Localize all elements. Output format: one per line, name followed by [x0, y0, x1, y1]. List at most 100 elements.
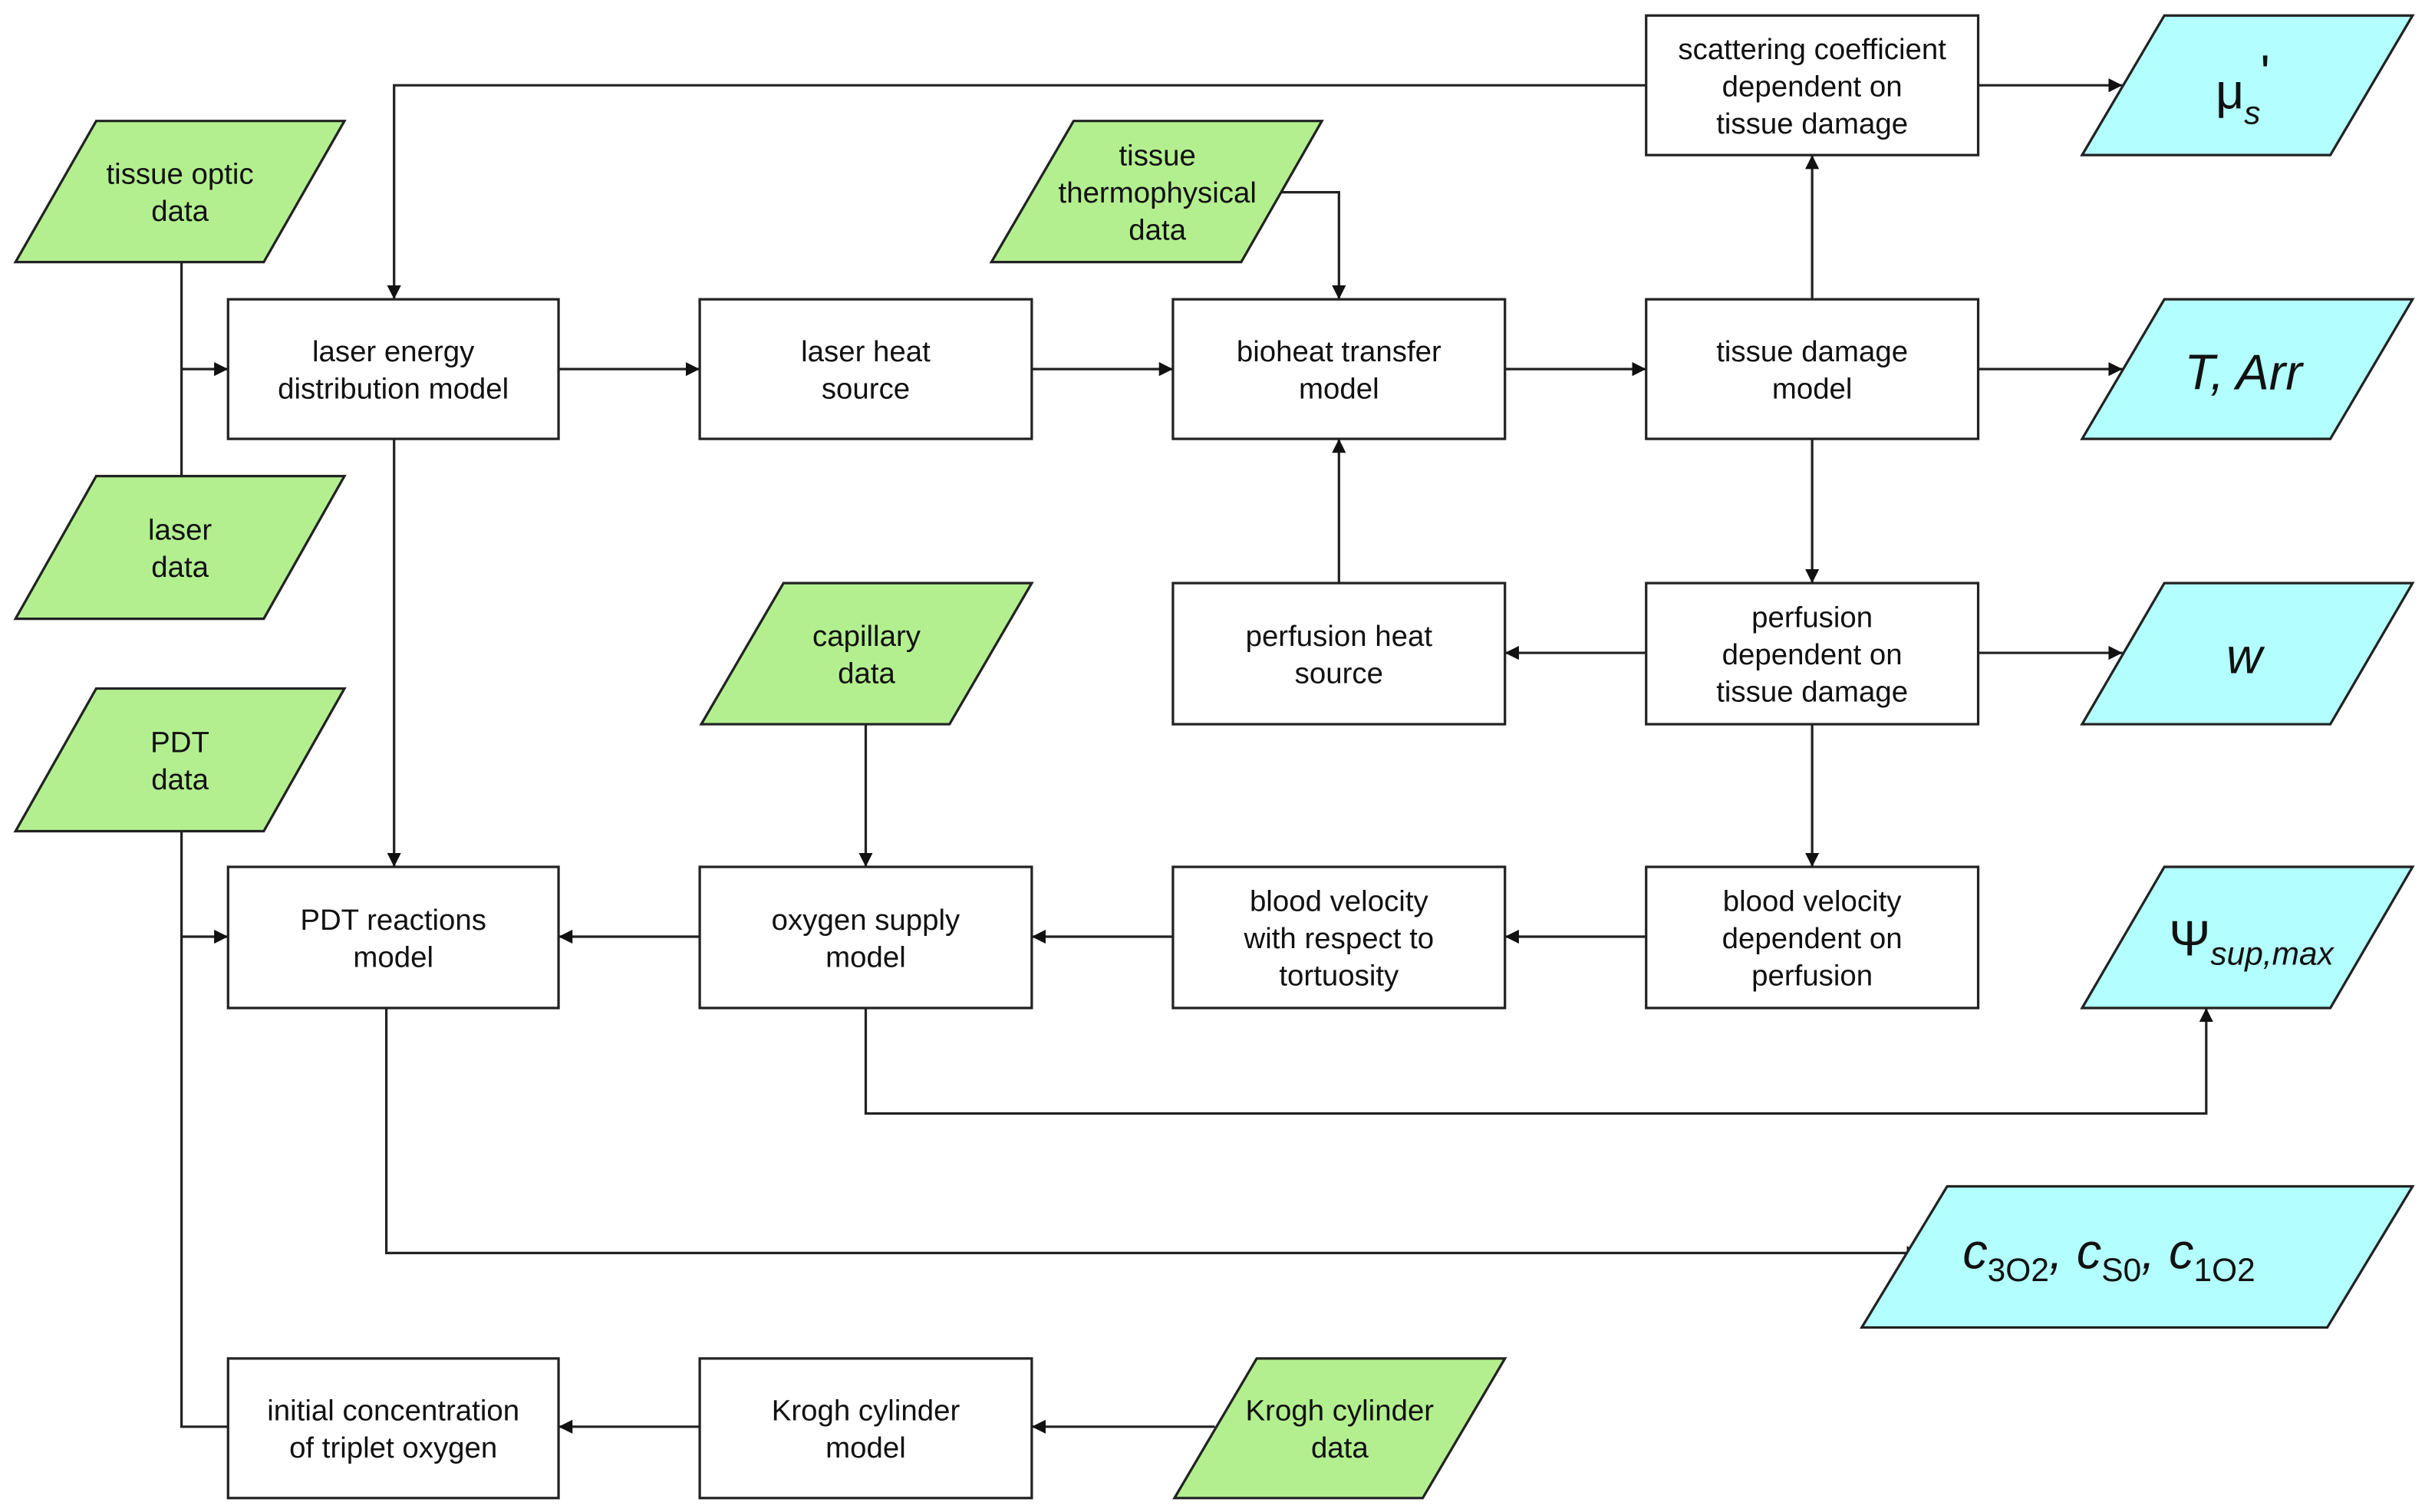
- process-blood-perf-label: perfusion: [1751, 960, 1873, 993]
- input-thermo-label: tissue: [1119, 139, 1196, 172]
- input-laser-data-label: laser: [148, 514, 212, 547]
- input-laser-data: laser data: [13, 474, 347, 621]
- output-t-arr-shape: [2080, 298, 2415, 440]
- process-oxygen-supply-box: [698, 865, 1033, 1010]
- process-blood-perf-label: dependent on: [1722, 922, 1903, 955]
- oxygen-to-psi-arrow: [864, 1008, 2213, 1115]
- output-w-shape: [2080, 581, 2415, 726]
- process-oxygen-supply-label: oxygen supply: [772, 904, 960, 937]
- process-scattering: scattering coefficient dependent on tissue…: [1645, 14, 1980, 156]
- process-perfusion-heat-label: perfusion heat: [1246, 620, 1433, 653]
- input-laser-data-label: data: [151, 551, 209, 584]
- input-pdt-data-label: PDT: [150, 726, 209, 759]
- input-krogh-data-shape: [1172, 1357, 1507, 1500]
- process-krogh-model-label: model: [825, 1431, 906, 1464]
- process-perfusion-dep-label: perfusion: [1751, 601, 1873, 634]
- process-scattering-box: [1645, 14, 1980, 156]
- process-tissue-damage-label: model: [1772, 373, 1853, 406]
- process-oxygen-supply-label: model: [825, 940, 906, 973]
- process-bioheat: bioheat transfer model: [1171, 298, 1507, 440]
- input-capillary-shape: [699, 581, 1034, 726]
- process-laser-heat: laser heat source: [698, 298, 1033, 440]
- input-pdt-data: PDT data: [13, 687, 347, 833]
- output-mu-shape: [2080, 14, 2415, 156]
- process-tissue-damage-label: tissue damage: [1716, 335, 1908, 368]
- output-c-shape: [1860, 1184, 2415, 1329]
- output-t-arr-label: T, Arr: [2185, 344, 2305, 400]
- process-tissue-damage-box: [1645, 298, 1980, 440]
- input-laser-data-shape: [13, 474, 347, 621]
- output-t-arr: [2080, 298, 2415, 440]
- process-laser-heat-label: source: [822, 373, 910, 406]
- process-perfusion-dep-label: tissue damage: [1716, 676, 1908, 709]
- process-bioheat-label: model: [1299, 373, 1379, 406]
- process-perfusion-dep: perfusion dependent on tissue damage: [1645, 581, 1980, 726]
- input-capillary-label: capillary: [812, 620, 921, 653]
- pdt-to-concentrations-arrow: [384, 1008, 1921, 1260]
- input-thermo-shape: [989, 120, 1324, 264]
- input-tissue-optic: tissue optic data: [13, 120, 347, 264]
- input-pdt-data-shape: [13, 687, 347, 833]
- process-laser-heat-label: laser heat: [801, 335, 931, 368]
- process-perfusion-dep-box: [1645, 581, 1980, 726]
- process-perfusion-dep-label: dependent on: [1722, 638, 1903, 671]
- input-tissue-optic-shape: [13, 120, 347, 264]
- output-psi-shape: [2080, 865, 2415, 1010]
- scattering-to-laser-energy-arrow: [387, 84, 1646, 300]
- process-blood-tort-label: blood velocity: [1250, 885, 1429, 918]
- output-mu: [2080, 14, 2415, 156]
- output-w-label: w: [2226, 628, 2265, 684]
- output-concentrations-label: c3O2, cS0, c1O2: [1962, 1224, 2255, 1288]
- output-psi-label: Ψsup,max: [2169, 910, 2334, 971]
- process-initial-conc-box: [226, 1357, 560, 1500]
- process-laser-energy-label: distribution model: [278, 373, 509, 406]
- process-pdt-reactions-label: model: [353, 940, 433, 973]
- process-pdt-reactions-box: [226, 865, 560, 1010]
- output-mu-label: μs': [2216, 44, 2270, 130]
- output-w: [2080, 581, 2415, 726]
- process-laser-energy-label: laser energy: [312, 335, 475, 368]
- process-blood-perf-label: blood velocity: [1723, 885, 1903, 918]
- process-pdt-reactions-label: PDT reactions: [300, 904, 486, 937]
- process-krogh-model-box: [698, 1357, 1033, 1500]
- input-thermo-label: thermophysical: [1059, 176, 1257, 209]
- process-bioheat-label: bioheat transfer: [1237, 335, 1441, 368]
- process-initial-conc-label: of triplet oxygen: [289, 1431, 497, 1464]
- input-tissue-optic-label: tissue optic: [107, 158, 254, 191]
- process-blood-tort-label: tortuosity: [1279, 960, 1399, 993]
- process-tissue-damage: tissue damage model: [1645, 298, 1980, 440]
- output-psi: [2080, 865, 2415, 1010]
- process-krogh-model-label: Krogh cylinder: [772, 1395, 960, 1428]
- input-pdt-data-label: data: [151, 763, 209, 796]
- process-perfusion-heat-box: [1171, 581, 1507, 726]
- process-initial-conc-label: initial concentration: [267, 1395, 519, 1428]
- process-perfusion-heat: perfusion heat source: [1171, 581, 1507, 726]
- process-laser-energy: laser energy distribution model: [226, 298, 560, 440]
- input-thermo: tissue thermophysical data: [989, 120, 1324, 264]
- process-blood-perf-box: [1645, 865, 1980, 1010]
- pdt-data-to-initial-line: [180, 831, 229, 1428]
- process-bioheat-box: [1171, 298, 1507, 440]
- process-blood-tort-label: with respect to: [1243, 922, 1434, 955]
- process-laser-energy-box: [226, 298, 560, 440]
- process-scattering-label: dependent on: [1722, 70, 1903, 103]
- output-c: [1860, 1184, 2415, 1329]
- process-blood-perf: blood velocity dependent on perfusion: [1645, 865, 1980, 1010]
- process-laser-heat-box: [698, 298, 1033, 440]
- process-blood-tort: blood velocity with respect to tortuosity: [1171, 865, 1507, 1010]
- input-krogh-data-label: data: [1311, 1431, 1369, 1464]
- input-tissue-optic-label: data: [151, 195, 209, 228]
- process-scattering-label: scattering coefficient: [1678, 33, 1946, 66]
- input-krogh-data-label: Krogh cylinder: [1246, 1395, 1435, 1428]
- thermo-to-bioheat-arrow: [1281, 191, 1346, 300]
- process-scattering-label: tissue damage: [1716, 107, 1908, 140]
- input-thermo-label: data: [1128, 213, 1186, 246]
- process-perfusion-heat-label: source: [1295, 657, 1383, 690]
